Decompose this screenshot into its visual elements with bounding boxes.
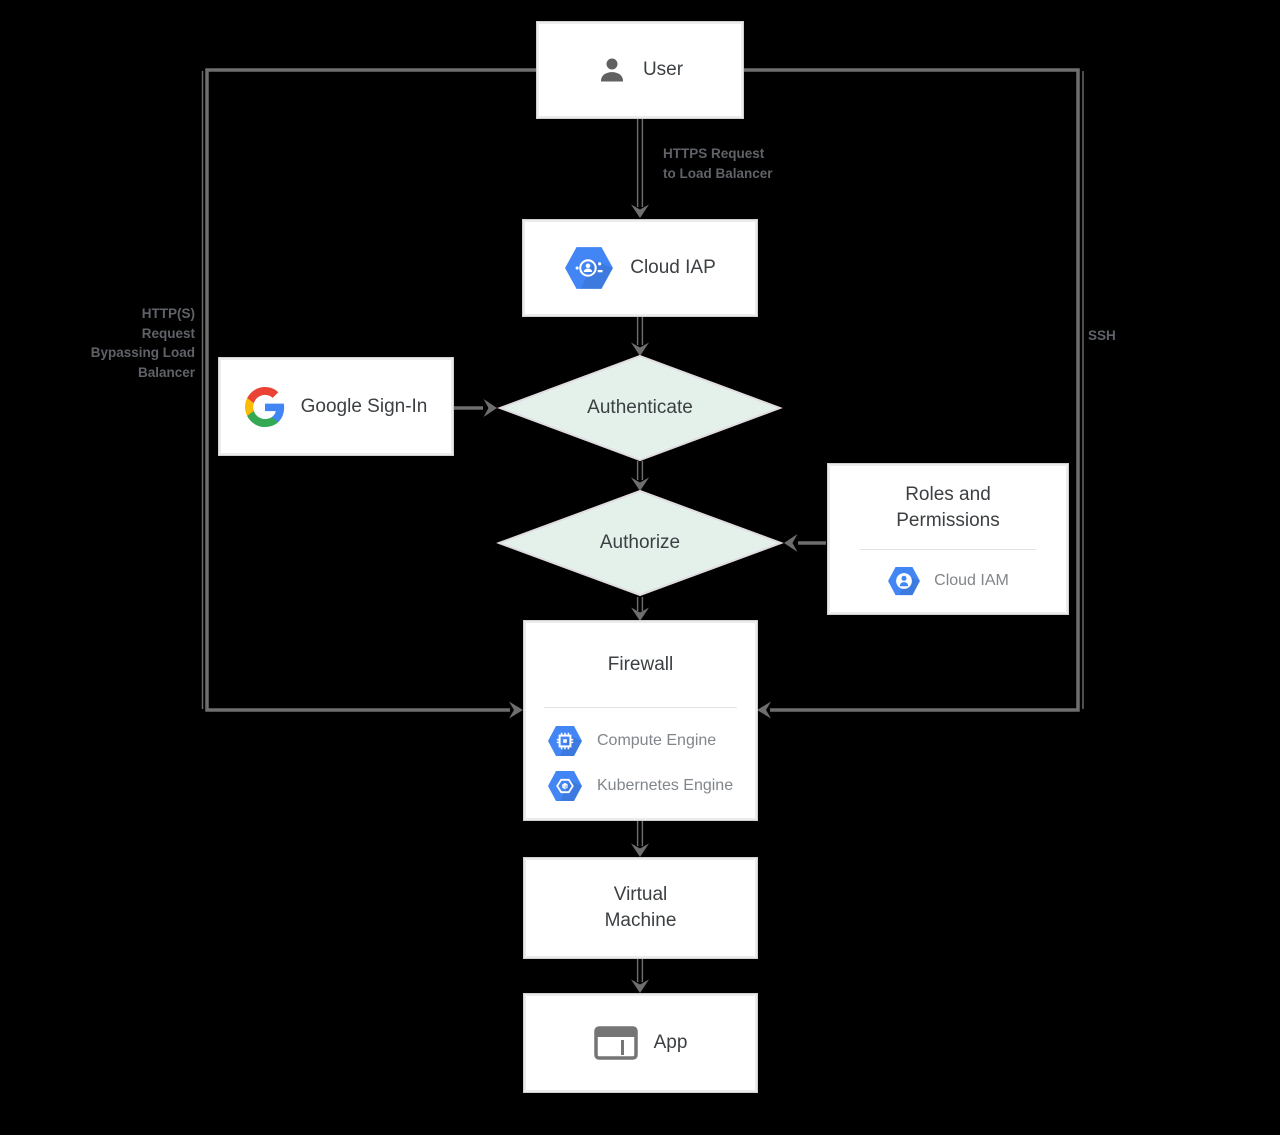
cloud-iam-hexagon-icon [887, 566, 921, 596]
google-signin-label: Google Sign-In [300, 395, 428, 417]
authorize-diamond-shape [496, 489, 784, 597]
cloud-iam-item: Cloud IAM [830, 550, 1066, 612]
person-icon [597, 55, 627, 85]
edge-label-ssh: SSH [1088, 328, 1116, 343]
kubernetes-engine-hexagon-icon [547, 770, 583, 802]
firewall-item-label: Compute Engine [597, 732, 717, 749]
node-authenticate: Authenticate [497, 353, 783, 463]
node-user: User [537, 22, 743, 118]
node-virtual-machine: Virtual Machine [524, 858, 757, 958]
app-label: App [653, 1032, 688, 1053]
edge-authorize-to-firewall [636, 597, 644, 611]
edge-authenticate-to-authorize [636, 461, 644, 480]
arrowheads [483, 204, 798, 993]
firewall-items: Compute Engine Kubernetes Engine [526, 708, 755, 804]
node-authorize: Authorize [496, 488, 784, 598]
node-firewall: Firewall Compute Engine [524, 621, 757, 820]
firewall-item-kubernetes-engine: Kubernetes Engine [547, 768, 755, 804]
firewall-item-label: Kubernetes Engine [597, 777, 734, 794]
edge-label-https-to-lb: HTTPS Request to Load Balancer [663, 146, 773, 181]
virtual-machine-label: Virtual Machine [604, 884, 677, 931]
edge-label-https-bypass: HTTP(S) Request Bypassing Load Balancer [90, 306, 195, 380]
firewall-item-compute-engine: Compute Engine [547, 723, 755, 759]
user-label: User [642, 59, 684, 80]
edge-vm-to-app [636, 958, 644, 982]
node-cloud-iap: Cloud IAP [523, 220, 757, 316]
edge-ssh-path [743, 68, 1080, 712]
firewall-divider [544, 707, 737, 708]
edge-user-to-iap [636, 118, 644, 207]
edge-iap-to-authenticate [636, 316, 644, 345]
node-app: App [524, 994, 757, 1092]
authenticate-diamond-shape [497, 354, 783, 462]
compute-engine-hexagon-icon [547, 725, 583, 757]
authorize-label: Authorize [599, 532, 681, 553]
cloud-iap-label: Cloud IAP [630, 257, 716, 278]
google-g-icon [244, 386, 285, 427]
edge-bypass-path [205, 68, 537, 712]
node-roles-permissions: Roles and Permissions Cloud IAM [828, 464, 1068, 614]
authenticate-label: Authenticate [587, 397, 693, 418]
browser-window-icon [593, 1026, 638, 1060]
roles-permissions-divider [860, 549, 1036, 551]
node-google-signin: Google Sign-In [219, 358, 453, 455]
cloud-iam-label: Cloud IAM [934, 572, 1009, 590]
cloud-iap-hexagon-icon [564, 246, 614, 290]
firewall-title: Firewall [607, 654, 674, 675]
edge-firewall-to-vm [636, 821, 644, 846]
roles-permissions-title: Roles and Permissions [896, 483, 1000, 531]
